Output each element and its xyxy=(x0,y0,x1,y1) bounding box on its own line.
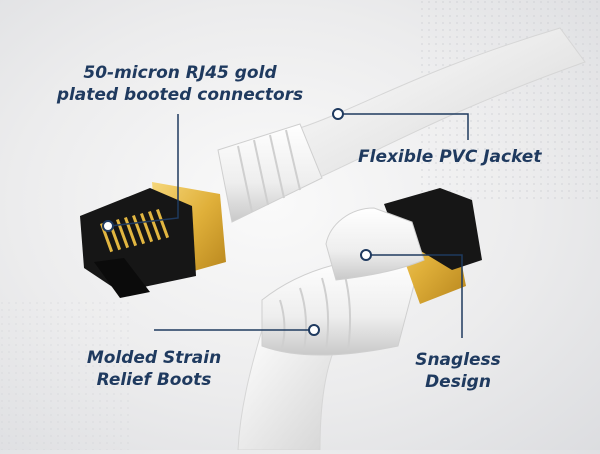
leader-line-snagless xyxy=(366,254,463,338)
callout-strain-relief: Molded Strain Relief Boots xyxy=(64,347,244,391)
callout-connectors: 50-micron RJ45 gold plated booted connec… xyxy=(40,62,320,106)
callout-snagless-line2: Design xyxy=(425,372,491,392)
leader-line-jacket xyxy=(338,113,469,140)
upper-rj45-connector xyxy=(80,188,196,298)
leader-dot-connectors xyxy=(102,220,114,232)
callout-connectors-line1: 50-micron RJ45 gold xyxy=(83,63,277,83)
lower-strain-boot xyxy=(261,257,421,356)
leader-dot-snagless xyxy=(360,249,372,261)
callout-snagless: Snagless Design xyxy=(398,349,518,393)
dot-texture-left xyxy=(0,300,130,450)
callout-snagless-line1: Snagless xyxy=(415,350,501,370)
leader-dot-jacket xyxy=(332,108,344,120)
callout-strain-line2: Relief Boots xyxy=(96,370,212,390)
upper-cable xyxy=(299,27,586,179)
snagless-tab xyxy=(325,207,425,281)
leader-dot-strain xyxy=(308,324,320,336)
callout-connectors-line2: plated booted connectors xyxy=(56,85,304,105)
upper-strain-boot xyxy=(217,123,323,223)
callout-strain-line1: Molded Strain xyxy=(86,348,222,368)
leader-line-connectors xyxy=(109,114,179,227)
callout-jacket: Flexible PVC Jacket xyxy=(358,146,541,168)
callout-jacket-text: Flexible PVC Jacket xyxy=(358,147,542,167)
lower-rj45-connector xyxy=(384,188,482,270)
